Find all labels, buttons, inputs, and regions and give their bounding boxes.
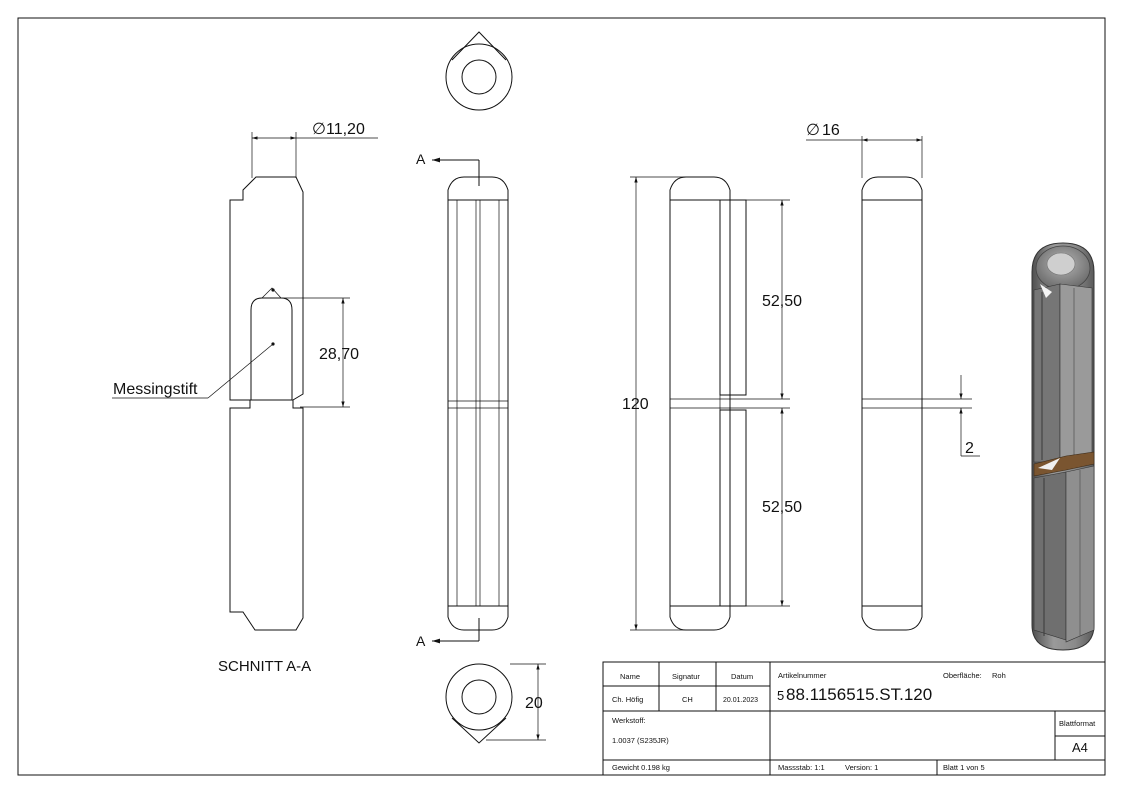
side-body bbox=[669, 199, 731, 607]
side-view: 120 52,50 52,50 bbox=[622, 176, 802, 631]
tb-article-number: 88.1156515.ST.120 bbox=[786, 685, 932, 704]
dim-dia-small-symbol: ∅ bbox=[312, 121, 326, 138]
end-view-top bbox=[445, 31, 513, 111]
tb-version: Version: 1 bbox=[845, 763, 878, 772]
dim-dia-small: 11,20 bbox=[326, 121, 365, 138]
dim-upper-length: 52,50 bbox=[762, 293, 802, 310]
dim-pin-depth: 28,70 bbox=[319, 346, 359, 363]
tb-format-value: A4 bbox=[1072, 740, 1088, 755]
front-view: A A bbox=[416, 151, 509, 649]
tb-article-prefix: 5 bbox=[777, 688, 784, 703]
dim-end-width: 20 bbox=[525, 695, 543, 712]
cut-marker-bottom: A bbox=[416, 633, 426, 649]
callout-leader bbox=[207, 343, 274, 399]
plain-body bbox=[861, 199, 923, 607]
pin-bore-tip bbox=[261, 287, 282, 299]
plain-view: ∅ 16 2 bbox=[806, 122, 980, 631]
dim-dia-large-symbol: ∅ bbox=[806, 122, 820, 139]
section-label: SCHNITT A-A bbox=[218, 658, 311, 675]
sheet-border bbox=[17, 17, 1106, 776]
tb-article-label: Artikelnummer bbox=[778, 671, 827, 680]
tb-signature-header: Signatur bbox=[672, 672, 700, 681]
tb-surface-label: Oberfläche: bbox=[943, 671, 982, 680]
dim-dia-large: 16 bbox=[822, 122, 840, 139]
section-body bbox=[229, 176, 304, 631]
tb-weight: Gewicht 0.198 kg bbox=[612, 763, 670, 772]
tb-date-header: Datum bbox=[731, 672, 753, 681]
tb-format-label: Blattformat bbox=[1059, 719, 1096, 728]
tb-material-value: 1.0037 (S235JR) bbox=[612, 736, 669, 745]
side-leaf-lower bbox=[719, 409, 747, 607]
tb-scale: Massstab: 1:1 bbox=[778, 763, 825, 772]
tb-sheet: Blatt 1 von 5 bbox=[943, 763, 985, 772]
dim-gap: 2 bbox=[965, 440, 974, 457]
tb-material-label: Werkstoff: bbox=[612, 716, 645, 725]
tb-name-header: Name bbox=[620, 672, 640, 681]
hinge-3d-render bbox=[1031, 242, 1095, 651]
title-block: Name Signatur Datum Ch. Höfig CH 20.01.2… bbox=[602, 661, 1106, 776]
tb-signature: CH bbox=[682, 695, 693, 704]
bore-dot bbox=[271, 288, 275, 292]
end-view-bottom: 20 bbox=[445, 663, 546, 744]
tb-date: 20.01.2023 bbox=[723, 697, 758, 704]
dim-total-length: 120 bbox=[622, 396, 649, 413]
tb-name: Ch. Höfig bbox=[612, 695, 643, 704]
section-view: ∅ 11,20 28,70 Messingstift SCHNITT A-A bbox=[112, 121, 378, 675]
brass-ring bbox=[1033, 451, 1095, 477]
tb-surface-value: Roh bbox=[992, 671, 1006, 680]
cut-marker-top: A bbox=[416, 151, 426, 167]
side-leaf-upper bbox=[719, 199, 747, 396]
brass-pin-section bbox=[250, 297, 293, 401]
dim-lower-length: 52,50 bbox=[762, 499, 802, 516]
callout-label: Messingstift bbox=[113, 381, 198, 398]
